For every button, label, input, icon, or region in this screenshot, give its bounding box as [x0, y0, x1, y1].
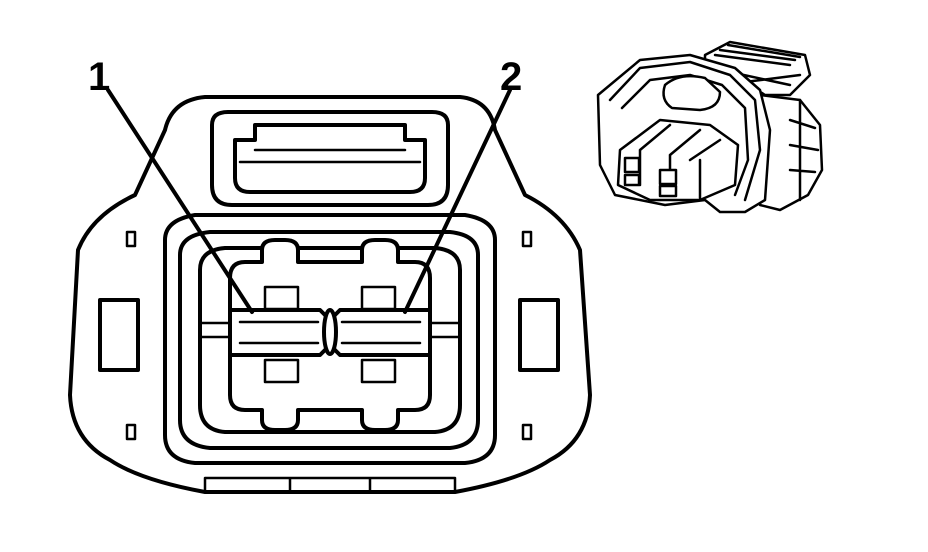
iso-rib-lines — [713, 43, 802, 87]
seal-ring-outer — [163, 213, 497, 465]
pin-bar-left — [228, 308, 332, 357]
callout-label-1: 1 — [88, 55, 110, 99]
iso-terminal-block — [616, 118, 740, 202]
connector-isometric-view — [596, 40, 824, 214]
iso-right-details — [788, 98, 820, 202]
iso-terminal-slot — [623, 173, 641, 187]
leader-line-1 — [106, 88, 254, 314]
iso-latch — [662, 74, 722, 112]
housing-tab — [125, 423, 137, 441]
latch-frame — [210, 110, 450, 207]
side-rib-left — [98, 298, 140, 372]
iso-housing-inner-2 — [620, 73, 750, 197]
iso-terminal-slot — [658, 168, 678, 186]
housing-tab — [125, 230, 137, 248]
housing-tab — [521, 230, 533, 248]
housing-tab — [521, 423, 533, 441]
terminal-slot — [263, 358, 300, 384]
latch-button — [233, 123, 427, 194]
leader-line-2 — [403, 88, 512, 314]
side-rib-right — [518, 298, 560, 372]
iso-terminal-slot — [623, 156, 641, 174]
pin-bar-stub — [198, 321, 232, 339]
callout-label-2: 2 — [500, 55, 522, 99]
terminal-slot — [360, 358, 397, 384]
seal-ring-inner — [198, 246, 462, 434]
pin-bar-center — [322, 308, 338, 356]
pin-bar-right — [328, 308, 432, 357]
pin-bar-stub — [428, 321, 462, 339]
iso-housing-inner — [608, 60, 762, 202]
seal-ring-middle — [178, 230, 480, 450]
connector-face-view — [68, 88, 592, 494]
iso-right-body — [758, 93, 824, 212]
housing-bottom-strip — [203, 476, 457, 494]
iso-terminal-slot — [658, 184, 678, 198]
